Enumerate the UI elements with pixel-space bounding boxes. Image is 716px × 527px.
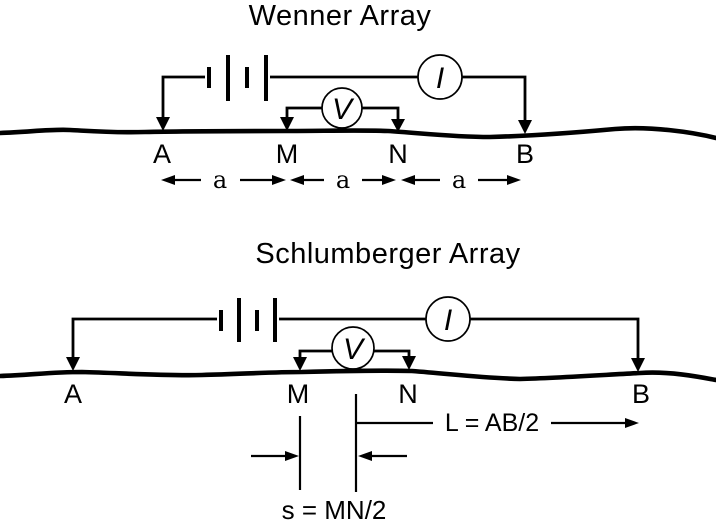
wenner-spacing-nb: a	[401, 166, 521, 194]
schlumberger-electrode-a-arrow-icon	[66, 357, 80, 371]
arrow-right-icon	[272, 175, 286, 185]
wenner-spacing-am-label: a	[213, 166, 227, 194]
schlumberger-ground-line	[0, 368, 716, 383]
wenner-wire-ammeter-to-b	[462, 75, 527, 120]
arrow-right-icon	[382, 175, 396, 185]
schlumberger-battery-icon	[219, 298, 277, 342]
arrow-left-icon	[290, 175, 304, 185]
wenner-electrode-b-label: B	[516, 139, 534, 169]
wenner-voltage-meter-label: V	[332, 93, 355, 126]
wenner-diagram: Wenner Array I V A M N B	[0, 0, 716, 194]
schlumberger-electrode-m-arrow-icon	[293, 357, 307, 371]
wenner-electrode-m-arrow-icon	[280, 117, 294, 131]
schlumberger-wire-ammeter-to-b	[470, 317, 640, 358]
wenner-spacing-mn: a	[290, 166, 396, 194]
schlumberger-half-potential-spacing: s = MN/2	[251, 451, 407, 525]
wenner-electrode-n-label: N	[388, 139, 408, 169]
schlumberger-current-meter-label: I	[444, 304, 452, 337]
schlumberger-voltage-meter-label: V	[343, 333, 366, 366]
arrow-right-icon	[285, 451, 299, 461]
wenner-title: Wenner Array	[249, 0, 432, 32]
wenner-spacing-nb-label: a	[452, 166, 466, 194]
wenner-battery-icon	[207, 55, 268, 101]
arrow-left-icon	[161, 175, 175, 185]
schlumberger-electrode-m-label: M	[287, 379, 310, 409]
wenner-electrode-n-arrow-icon	[391, 119, 405, 132]
schlumberger-diagram: Schlumberger Array I V A M N B	[0, 238, 716, 525]
schlumberger-half-potential-spacing-label: s = MN/2	[282, 495, 387, 525]
wenner-current-meter-label: I	[436, 62, 444, 95]
schlumberger-electrode-b-arrow-icon	[631, 358, 645, 372]
wenner-spacing-am: a	[161, 166, 286, 194]
wenner-electrode-a-label: A	[153, 139, 171, 169]
wenner-spacing-mn-label: a	[336, 166, 350, 194]
schlumberger-electrode-a-label: A	[64, 379, 82, 409]
arrow-left-icon	[401, 175, 415, 185]
arrow-right-icon	[625, 418, 639, 428]
wenner-electrode-b-arrow-icon	[518, 120, 532, 134]
wenner-electrode-a-arrow-icon	[156, 117, 170, 131]
arrow-left-icon	[358, 451, 372, 461]
wenner-ground-line	[0, 125, 716, 141]
schlumberger-wire-a-to-battery	[71, 317, 217, 357]
wenner-voltage-meter	[321, 87, 363, 129]
schlumberger-half-current-spacing-label: L = AB/2	[445, 409, 539, 437]
schlumberger-electrode-n-label: N	[398, 379, 418, 409]
schlumberger-electrode-n-arrow-icon	[402, 356, 416, 370]
schlumberger-voltage-meter	[331, 326, 375, 370]
schlumberger-title: Schlumberger Array	[255, 238, 520, 270]
schlumberger-current-meter	[425, 296, 471, 342]
wenner-current-meter	[417, 54, 463, 100]
wenner-electrode-m-label: M	[276, 139, 299, 169]
schlumberger-half-current-spacing: L = AB/2	[357, 409, 639, 437]
arrow-right-icon	[507, 175, 521, 185]
wenner-wire-a-to-battery	[161, 75, 205, 117]
schlumberger-electrode-b-label: B	[632, 379, 650, 409]
